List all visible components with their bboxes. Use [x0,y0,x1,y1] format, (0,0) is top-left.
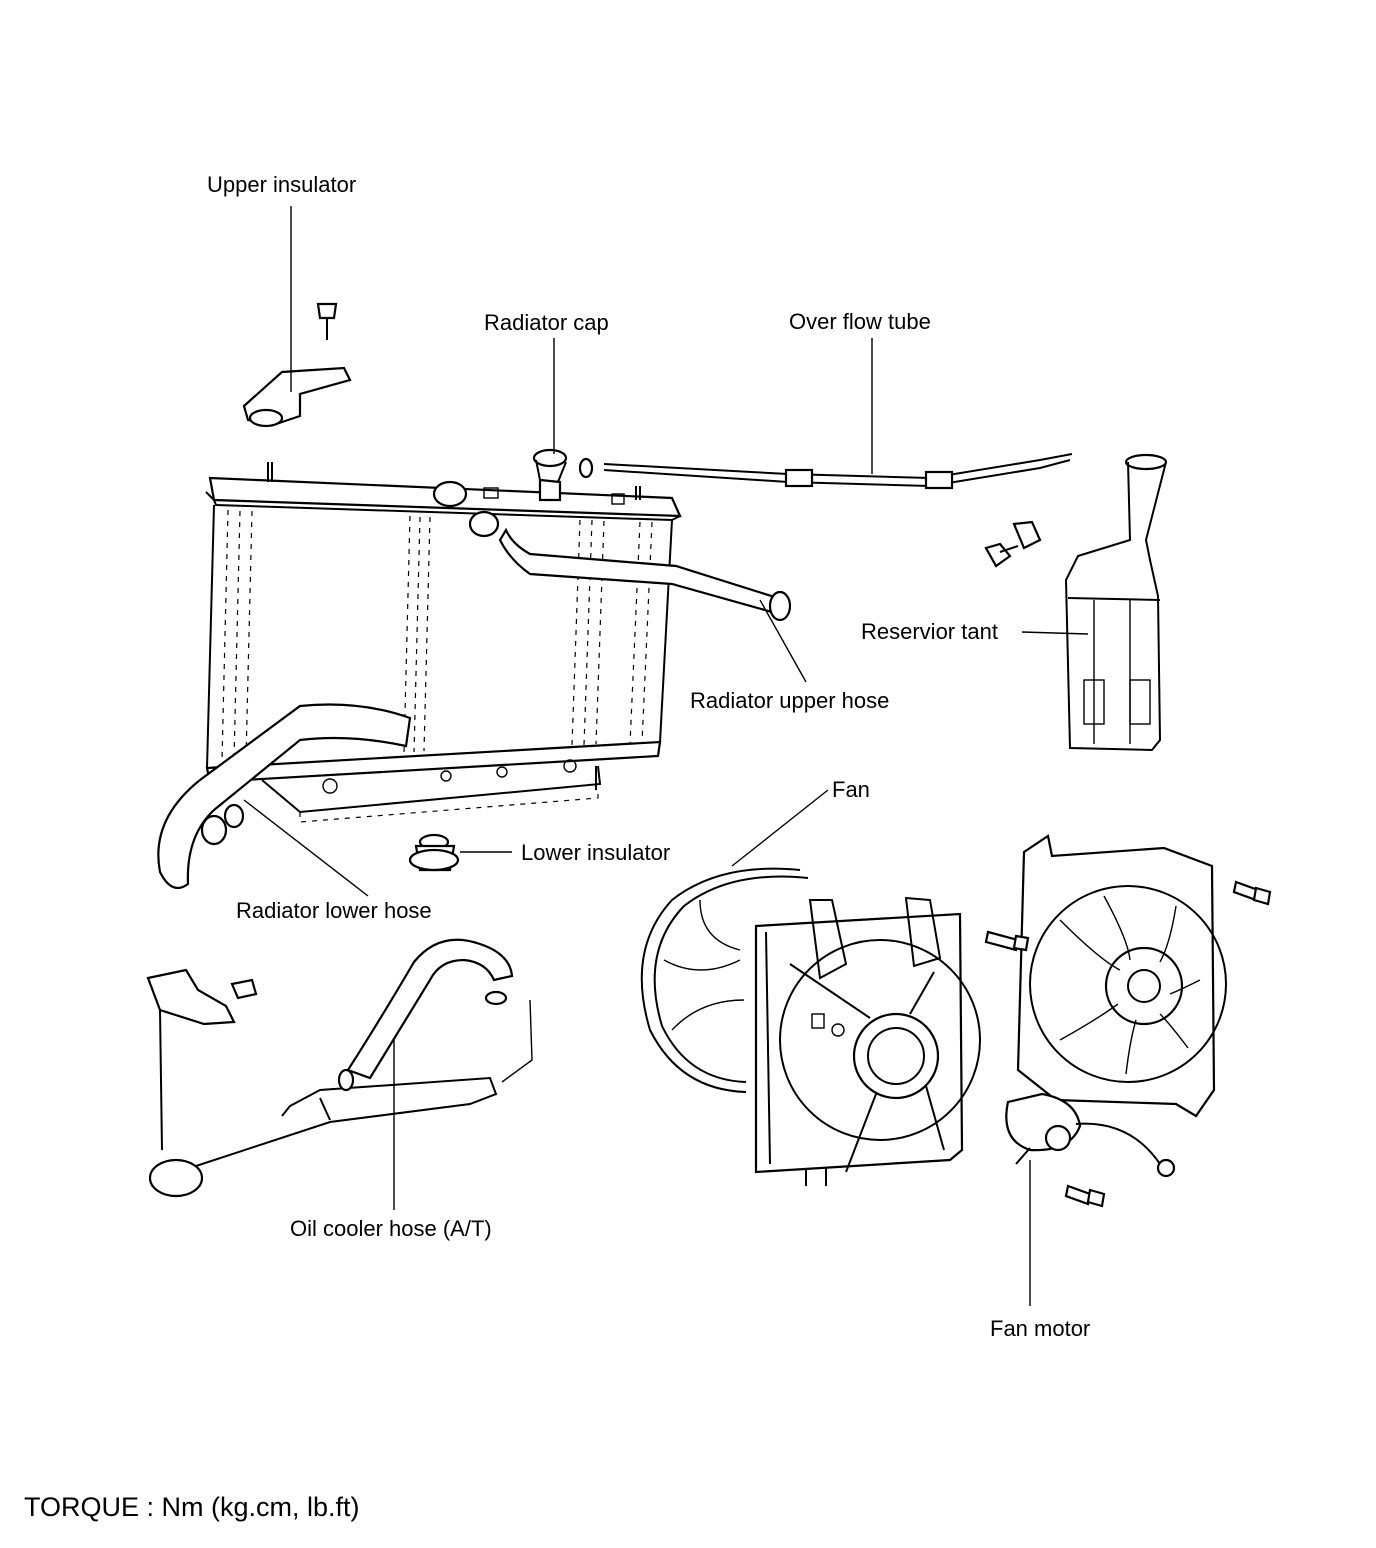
upper-insulator-label: Upper insulator [207,172,357,197]
fan-part [640,867,981,1186]
oil-cooler-hose-label: Oil cooler hose (A/T) [290,1216,492,1241]
reservoir-tank-part [984,453,1168,752]
torque-units-note: TORQUE : Nm (kg.cm, lb.ft) [24,1492,360,1522]
fan-label: Fan [832,777,870,802]
lower-insulator-part [408,833,460,872]
upper-insulator-part [242,302,352,428]
radiator-cap-part [532,448,594,502]
radiator-lower-hose-part [157,703,412,890]
oil-cooler-hose-part [146,938,533,1198]
fan-motor-assembly-part [984,834,1272,1208]
radiator-upper-hose-label: Radiator upper hose [690,688,890,713]
radiator-upper-hose-part [498,527,792,622]
reservoir-tank-label: Reservior tant [861,619,998,644]
fan-motor-label: Fan motor [990,1316,1091,1341]
overflow-tube-part [603,453,1073,490]
leader-lines [243,206,1089,1306]
radiator-core [205,462,682,823]
radiator-lower-hose-label: Radiator lower hose [236,898,432,923]
radiator-cap-label: Radiator cap [484,310,609,335]
lower-insulator-label: Lower insulator [521,840,671,865]
over-flow-tube-label: Over flow tube [789,309,931,334]
